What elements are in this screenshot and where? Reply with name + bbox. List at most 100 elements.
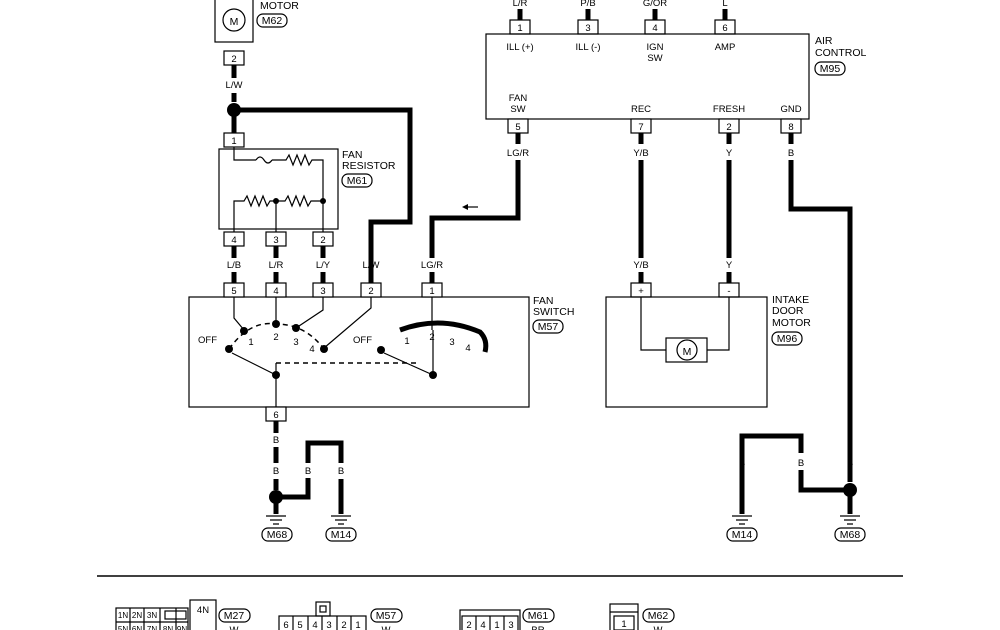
svg-text:L/B: L/B [227,260,241,271]
svg-text:CONTROL: CONTROL [815,47,866,59]
svg-text:BR: BR [531,625,544,630]
blower-motor-title: MOTOR [260,0,299,12]
svg-text:3: 3 [326,620,331,630]
svg-text:M: M [683,346,692,358]
svg-text:6: 6 [273,410,278,421]
svg-text:1: 1 [621,619,626,630]
svg-text:3: 3 [508,620,513,630]
svg-text:5: 5 [231,286,236,297]
svg-text:4: 4 [231,235,236,246]
wire-color-motor-out: L/W [226,80,243,91]
fan-resistor: 1 4 3 2 FAN RESISTOR M61 [218,132,396,247]
svg-text:1: 1 [494,620,499,630]
svg-text:DOOR: DOOR [772,305,804,317]
ground-code: M14 [732,529,753,541]
svg-text:9N: 9N [177,625,187,630]
svg-text:3: 3 [585,23,590,34]
svg-text:2N: 2N [132,611,142,620]
svg-text:Y: Y [726,260,733,271]
connector-view-m61: 2 4 1 3 M61 BR [459,608,555,630]
svg-text:SWITCH: SWITCH [533,306,574,318]
svg-text:L/Y: L/Y [316,260,331,271]
svg-text:OFF: OFF [198,335,217,346]
svg-text:B: B [273,466,279,477]
svg-text:LG/R: LG/R [507,148,529,159]
svg-text:5: 5 [297,620,302,630]
svg-text:B: B [273,435,279,446]
svg-text:ILL (-): ILL (-) [576,42,601,53]
svg-text:6: 6 [722,23,727,34]
svg-text:3: 3 [320,286,325,297]
svg-text:-: - [727,286,730,297]
ground-symbol [266,515,351,525]
svg-text:2: 2 [368,286,373,297]
motor-icon [222,8,246,32]
svg-text:1N: 1N [118,611,128,620]
svg-text:8: 8 [788,122,793,133]
svg-text:M57: M57 [376,610,397,622]
svg-text:2: 2 [320,235,325,246]
svg-text:SW: SW [647,53,662,64]
svg-text:AMP: AMP [715,42,736,53]
svg-text:M27: M27 [224,610,245,622]
svg-text:3: 3 [449,337,454,348]
intake-door-motor-code: M96 [777,333,798,345]
svg-text:L/W: L/W [363,260,380,271]
svg-text:3: 3 [273,235,278,246]
svg-text:2: 2 [273,332,278,343]
svg-text:B: B [305,466,311,477]
svg-text:4: 4 [480,620,485,630]
svg-text:5: 5 [515,122,520,133]
svg-text:7N: 7N [147,625,157,630]
blower-motor: M MOTOR M62 2 [214,0,299,66]
svg-text:M: M [230,16,239,28]
svg-text:4: 4 [312,620,317,630]
ground-code: M14 [331,529,352,541]
air-control-code: M95 [820,63,841,75]
svg-text:2: 2 [429,332,434,343]
svg-text:3N: 3N [147,611,157,620]
svg-text:B: B [338,466,344,477]
svg-text:7: 7 [638,122,643,133]
fan-switch: 5 4 3 2 1 OFF 1 2 3 4 OFF 1 2 3 4 [188,282,574,422]
svg-text:L/R: L/R [513,0,528,9]
svg-text:W: W [382,625,391,630]
svg-text:OFF: OFF [353,335,372,346]
svg-text:SW: SW [510,104,525,115]
svg-text:MOTOR: MOTOR [772,317,811,329]
svg-text:L/R: L/R [269,260,284,271]
svg-text:1: 1 [517,23,522,34]
svg-text:1: 1 [404,336,409,347]
svg-text:RESISTOR: RESISTOR [342,160,396,172]
svg-text:1: 1 [231,136,236,147]
svg-text:W: W [654,625,663,630]
svg-text:3: 3 [293,337,298,348]
svg-text:4: 4 [465,343,470,354]
svg-text:FAN: FAN [342,149,362,161]
svg-text:1: 1 [248,337,253,348]
svg-text:6: 6 [283,620,288,630]
svg-text:G/OR: G/OR [643,0,667,9]
svg-text:M61: M61 [528,610,549,622]
svg-text:GND: GND [780,104,801,115]
connector-view-m27: 1N 2N 3N 5N 6N 7N 8N 9N 4N M27 W [115,599,251,630]
connector-view-m62: 1 M62 W [609,603,675,630]
fan-switch-code: M57 [538,321,559,333]
svg-text:B: B [739,458,745,469]
connector-view-m57: 6 5 4 3 2 1 M57 W [278,601,403,630]
svg-text:REC: REC [631,104,651,115]
svg-text:4: 4 [652,23,657,34]
svg-text:2: 2 [726,122,731,133]
svg-text:1: 1 [429,286,434,297]
svg-text:6N: 6N [132,625,142,630]
svg-text:4N: 4N [197,605,209,616]
svg-text:B: B [798,458,804,469]
svg-text:M62: M62 [648,610,669,622]
svg-text:8N: 8N [163,625,173,630]
svg-text:+: + [638,286,644,297]
svg-text:FAN: FAN [533,295,553,307]
motor-icon [676,339,698,361]
fan-resistor-code: M61 [347,175,368,187]
svg-text:INTAKE: INTAKE [772,294,809,306]
